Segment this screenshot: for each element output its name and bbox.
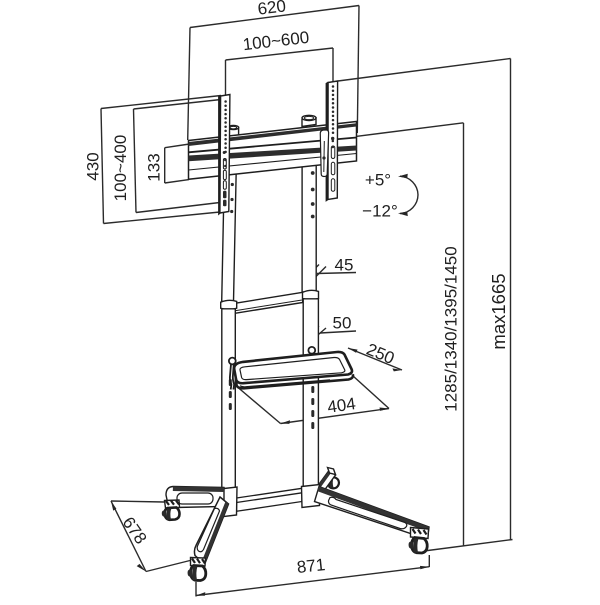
svg-text:133: 133 [145, 153, 164, 181]
svg-text:430: 430 [84, 152, 103, 180]
svg-text:404: 404 [326, 394, 357, 417]
svg-text:45: 45 [335, 256, 354, 275]
svg-text:50: 50 [333, 314, 352, 333]
svg-text:1285/1340/1395/1450: 1285/1340/1395/1450 [442, 246, 461, 411]
svg-text:620: 620 [257, 0, 287, 19]
svg-text:max1665: max1665 [488, 273, 509, 349]
svg-text:100~400: 100~400 [111, 135, 130, 202]
svg-text:871: 871 [296, 555, 326, 577]
svg-text:+5°: +5° [365, 171, 391, 190]
svg-text:−12°: −12° [362, 202, 398, 221]
